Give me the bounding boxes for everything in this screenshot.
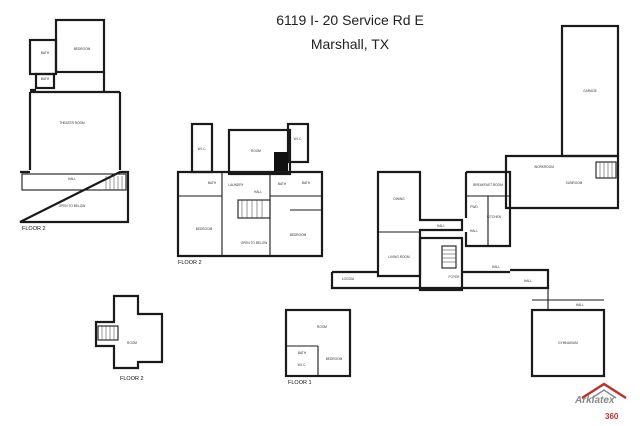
room-label: PWD — [470, 205, 478, 209]
svg-text:LOGGIA: LOGGIA — [342, 277, 355, 281]
floor2-left-plan — [19, 18, 130, 224]
svg-text:THEATER ROOM: THEATER ROOM — [59, 121, 85, 125]
svg-text:ROOM: ROOM — [317, 325, 327, 329]
svg-text:HALL: HALL — [68, 177, 76, 181]
svg-text:HALL: HALL — [576, 303, 584, 307]
svg-text:LIVING ROOM: LIVING ROOM — [388, 255, 410, 259]
svg-text:LAUNDRY: LAUNDRY — [228, 183, 244, 187]
room-label: W.I.C. — [294, 137, 303, 141]
svg-text:BATH: BATH — [41, 77, 50, 81]
room-label: GYMNASIUM — [558, 341, 578, 345]
svg-text:ROOM: ROOM — [127, 341, 137, 345]
svg-text:FLOOR 2: FLOOR 2 — [22, 226, 46, 232]
svg-text:PWD: PWD — [470, 205, 478, 209]
room-label: HALL — [492, 265, 500, 269]
svg-text:BATH: BATH — [278, 182, 287, 186]
floor-label: FLOOR 2 — [22, 226, 46, 232]
svg-text:BEDROOM: BEDROOM — [290, 233, 307, 237]
room-label: BATH — [302, 181, 311, 185]
room-label: HALL — [524, 279, 532, 283]
room-label: BATH — [41, 51, 50, 55]
floor2-center-plan — [176, 122, 324, 258]
room-label: W.I.C. — [198, 147, 207, 151]
svg-text:KITCHEN: KITCHEN — [487, 215, 502, 219]
floor-label: FLOOR 2 — [120, 376, 144, 382]
room-label: HALL — [254, 190, 262, 194]
room-label: LAUNDRY — [228, 183, 244, 187]
room-label: GARAGE — [583, 89, 597, 93]
room-label: HALL — [437, 224, 445, 228]
floor1-plan — [284, 24, 620, 378]
svg-text:DINING: DINING — [393, 197, 405, 201]
floor2-small-plan — [94, 294, 164, 370]
room-label: BEDROOM — [290, 233, 307, 237]
room-label: DINING — [393, 197, 405, 201]
city-title: Marshall, TX — [310, 36, 390, 52]
room-label: BEDROOM — [326, 357, 343, 361]
room-label: ROOM — [127, 341, 137, 345]
svg-text:HALL: HALL — [470, 229, 478, 233]
svg-text:HALL: HALL — [524, 279, 532, 283]
svg-text:BEDROOM: BEDROOM — [74, 47, 91, 51]
svg-text:FOYER: FOYER — [449, 275, 461, 279]
svg-text:FLOOR 1: FLOOR 1 — [288, 380, 312, 386]
svg-text:W.I.C.: W.I.C. — [298, 363, 307, 367]
logo-360-mark: 360 — [605, 412, 619, 421]
svg-text:BATH: BATH — [41, 51, 50, 55]
svg-text:BREAKFAST ROOM: BREAKFAST ROOM — [473, 183, 503, 187]
svg-text:BATH: BATH — [298, 351, 307, 355]
svg-text:GARAGE: GARAGE — [583, 89, 597, 93]
svg-text:HALL: HALL — [492, 265, 500, 269]
svg-text:BATH: BATH — [208, 181, 217, 185]
room-label: HALL — [470, 229, 478, 233]
room-label: OPEN TO BELOW — [241, 241, 268, 245]
address-title: 6119 I- 20 Service Rd E — [276, 12, 424, 28]
room-label: THEATER ROOM — [59, 121, 85, 125]
svg-text:HALL: HALL — [254, 190, 262, 194]
room-label: WORKROOM — [534, 165, 554, 169]
svg-text:W.I.C.: W.I.C. — [294, 137, 303, 141]
room-label: BATH — [41, 77, 50, 81]
room-label: BEDROOM — [196, 227, 213, 231]
room-label: LIVING ROOM — [388, 255, 410, 259]
room-label: KITCHEN — [487, 215, 502, 219]
svg-text:ROOM: ROOM — [251, 149, 261, 153]
room-label: HALL — [576, 303, 584, 307]
svg-text:BATH: BATH — [302, 181, 311, 185]
svg-text:OPEN TO BELOW: OPEN TO BELOW — [59, 204, 86, 208]
room-label: BATH — [208, 181, 217, 185]
svg-text:GYMNASIUM: GYMNASIUM — [558, 341, 578, 345]
logo-wordmark: Arklatex — [575, 395, 615, 406]
svg-text:WORKROOM: WORKROOM — [534, 165, 554, 169]
floor-label: FLOOR 2 — [178, 260, 202, 266]
svg-text:BEDROOM: BEDROOM — [196, 227, 213, 231]
svg-text:FLOOR 2: FLOOR 2 — [178, 260, 202, 266]
logo-roof-icon — [581, 382, 627, 400]
room-label: BREAKFAST ROOM — [473, 183, 503, 187]
room-label: FOYER — [449, 275, 461, 279]
room-label: SUNROOM — [566, 181, 583, 185]
room-label: ROOM — [251, 149, 261, 153]
room-label: BATH — [298, 351, 307, 355]
svg-text:FLOOR 2: FLOOR 2 — [120, 376, 144, 382]
svg-text:OPEN TO BELOW: OPEN TO BELOW — [241, 241, 268, 245]
floor-label: FLOOR 1 — [288, 380, 312, 386]
svg-text:BEDROOM: BEDROOM — [326, 357, 343, 361]
room-label: ROOM — [317, 325, 327, 329]
room-label: OPEN TO BELOW — [59, 204, 86, 208]
room-label: HALL — [68, 177, 76, 181]
room-label: LOGGIA — [342, 277, 355, 281]
svg-text:W.I.C.: W.I.C. — [198, 147, 207, 151]
svg-text:HALL: HALL — [437, 224, 445, 228]
svg-text:SUNROOM: SUNROOM — [566, 181, 583, 185]
room-label: BEDROOM — [74, 47, 91, 51]
room-label: W.I.C. — [298, 363, 307, 367]
room-label: BATH — [278, 182, 287, 186]
